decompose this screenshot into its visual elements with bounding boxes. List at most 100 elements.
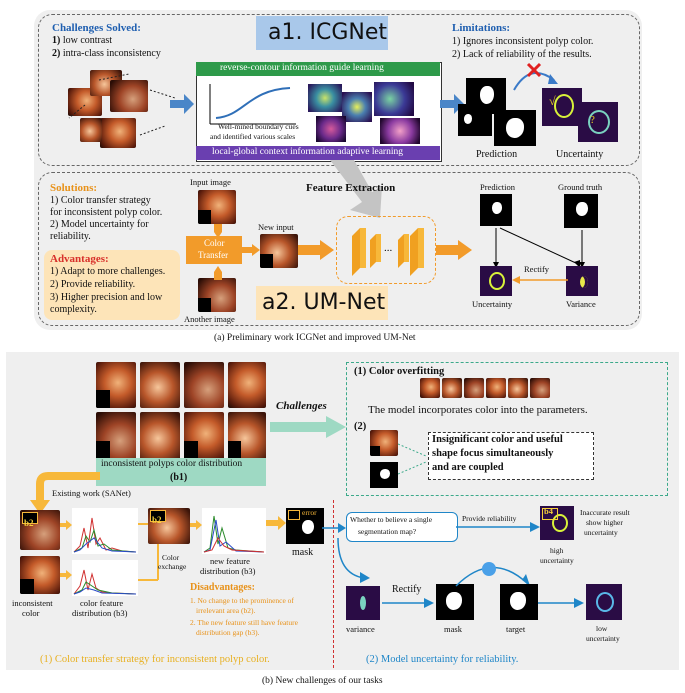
a2-variance-map xyxy=(566,266,598,296)
a1-question-mark: ? xyxy=(590,114,595,126)
a1-check-mark: √ xyxy=(549,94,556,108)
a1-feature-map-4 xyxy=(316,116,346,142)
b-histogram-2 xyxy=(72,560,138,596)
a1-dotted-links xyxy=(68,73,176,136)
a2-feature-extraction-label: Feature Extraction xyxy=(306,182,396,194)
a1-prediction-label: Prediction xyxy=(476,149,518,160)
a2-another-image xyxy=(198,278,236,312)
b-sanet-mask xyxy=(286,508,324,544)
b-whether-box xyxy=(346,512,458,542)
b-arrow-down-to-variance xyxy=(337,538,370,583)
b-b4-label: b4 xyxy=(544,506,553,516)
a1-challenge-2-num: 2) xyxy=(52,48,61,59)
b-inaccurate-2: show higher xyxy=(586,518,623,527)
a1-prediction-mask-2 xyxy=(458,104,492,136)
b-whether-1: Whether to believe a single xyxy=(350,515,433,524)
b-challenges-label: Challenges xyxy=(276,400,327,412)
a1-challenge-2-text: intra-class inconsistency xyxy=(62,48,161,59)
b-disadvantages-title: Disadvantages: xyxy=(190,582,256,593)
b-low-unc-1: low xyxy=(596,624,608,633)
a2-arrow-from-encoder xyxy=(436,240,472,260)
b-b2-label-1: b2 xyxy=(24,518,34,528)
a2-rectify-label: Rectify xyxy=(524,264,550,274)
b-dis-1b: irrelevant area (b2). xyxy=(196,606,256,615)
b-divider xyxy=(333,500,334,668)
b-item2-mask xyxy=(370,462,398,488)
b-footer-left: (1) Color transfer strategy for inconsis… xyxy=(40,654,270,665)
a2-advantage-3b: complexity. xyxy=(50,304,97,315)
b-grid-image-1 xyxy=(96,362,136,408)
b-grid-image-2 xyxy=(140,362,180,408)
b-arrow-to-hist-1 xyxy=(60,520,72,530)
a2-encoder-box xyxy=(336,216,436,284)
smiley-icon xyxy=(482,562,496,576)
b-arrow-rectify xyxy=(382,598,434,608)
b-dis-2a: 2. The new feature still have feature xyxy=(190,618,298,627)
a2-new-input-label: New input xyxy=(258,222,294,232)
b-overfit-strip xyxy=(420,378,550,400)
b-inconsistent-color-2: color xyxy=(22,608,40,618)
b-low-unc-map xyxy=(586,584,622,620)
a1-limitation-1: 1) Ignores inconsistent polyp color. xyxy=(452,36,594,47)
a2-ground-truth-label: Ground truth xyxy=(558,182,603,192)
b-sanet-input-1 xyxy=(20,510,60,550)
a1-challenge-2: 2) intra-class inconsistency xyxy=(52,48,161,59)
b-existing-work-label: Existing work (SANet) xyxy=(52,488,131,498)
a2-output-arrows xyxy=(493,227,585,268)
b-arrow-provide xyxy=(456,522,540,532)
a1-cross-arrow xyxy=(513,62,558,91)
a1-challenges-title: Challenges Solved: xyxy=(52,22,141,34)
a1-boundary-text-1: Well-mined boundary cues xyxy=(218,122,299,131)
a2-arrow-to-encoder xyxy=(298,240,334,260)
a2-region xyxy=(38,172,640,326)
b-strip-image-3 xyxy=(464,378,484,398)
a1-feature-map-5 xyxy=(380,118,420,144)
b-new-feature-1: new feature xyxy=(210,556,250,566)
b-strip-image-5 xyxy=(508,378,528,398)
b-mask-label: mask xyxy=(292,547,314,558)
b-target-label: target xyxy=(506,624,526,634)
b-dis-1a: 1. No change to the prominence of xyxy=(190,596,294,605)
b-grid-image-6 xyxy=(140,412,180,460)
b-arrow-to-whether xyxy=(322,523,346,533)
a2-encoder-blocks xyxy=(352,228,424,276)
b-inaccurate-3: uncertainty xyxy=(584,528,618,537)
a1-arrow-in xyxy=(170,94,194,114)
b-inconsistent-label: inconsistent polyps color distribution xyxy=(101,459,243,469)
a2-prediction-mask xyxy=(480,194,512,226)
a1-purple-bar xyxy=(196,146,440,160)
a2-solution-1b: for inconsistent polyp color. xyxy=(50,207,163,218)
a2-encoder-dots: ... xyxy=(384,242,393,254)
a1-challenge-1-num: 1) xyxy=(52,35,61,46)
b-arrow-to-hist-2 xyxy=(60,570,72,580)
a1-title-box xyxy=(256,16,388,50)
a2-input-image-label: Input image xyxy=(190,177,231,187)
b-color-overfitting: (1) Color overfitting xyxy=(354,366,445,377)
b-challenges-box xyxy=(346,362,668,496)
b-low-unc-2: uncertainty xyxy=(586,634,620,643)
b-item-2: (2) xyxy=(354,421,367,432)
a1-prediction-mask-3 xyxy=(494,110,536,146)
b-high-unc-1: high xyxy=(550,546,564,555)
b-image-grid xyxy=(96,362,266,460)
b-insig-2: shape focus simultaneously xyxy=(432,448,554,459)
a2-advantage-1: 1) Adapt to more challenges. xyxy=(50,266,166,277)
b-grid-image-8 xyxy=(228,412,266,460)
b-inconsistent-label-box xyxy=(96,458,266,486)
b-b1-label: (b1) xyxy=(170,472,188,483)
b-rectify-label: Rectify xyxy=(392,584,422,595)
b-sanet-input-2 xyxy=(20,556,60,594)
b-footer-right: (2) Model uncertainty for reliability. xyxy=(366,654,519,665)
a1-boundary-text-2: and identified various scales xyxy=(210,132,296,141)
a2-solution-2b: reliability. xyxy=(50,231,91,242)
a2-color-transfer-label-2: Transfer xyxy=(198,250,229,260)
a2-vertical-arrows xyxy=(214,224,222,280)
b-strip-image-6 xyxy=(530,378,550,398)
a1-feature-map-3 xyxy=(374,82,414,116)
b-item2-image xyxy=(370,430,398,456)
b-color-feature-1: color feature xyxy=(80,598,124,608)
a2-advantages-title: Advantages: xyxy=(50,253,109,265)
b-color-feature-2: distribution (b3) xyxy=(72,608,128,618)
a2-arrow-to-new-input xyxy=(242,244,260,256)
b-exchanged-image xyxy=(148,508,190,544)
